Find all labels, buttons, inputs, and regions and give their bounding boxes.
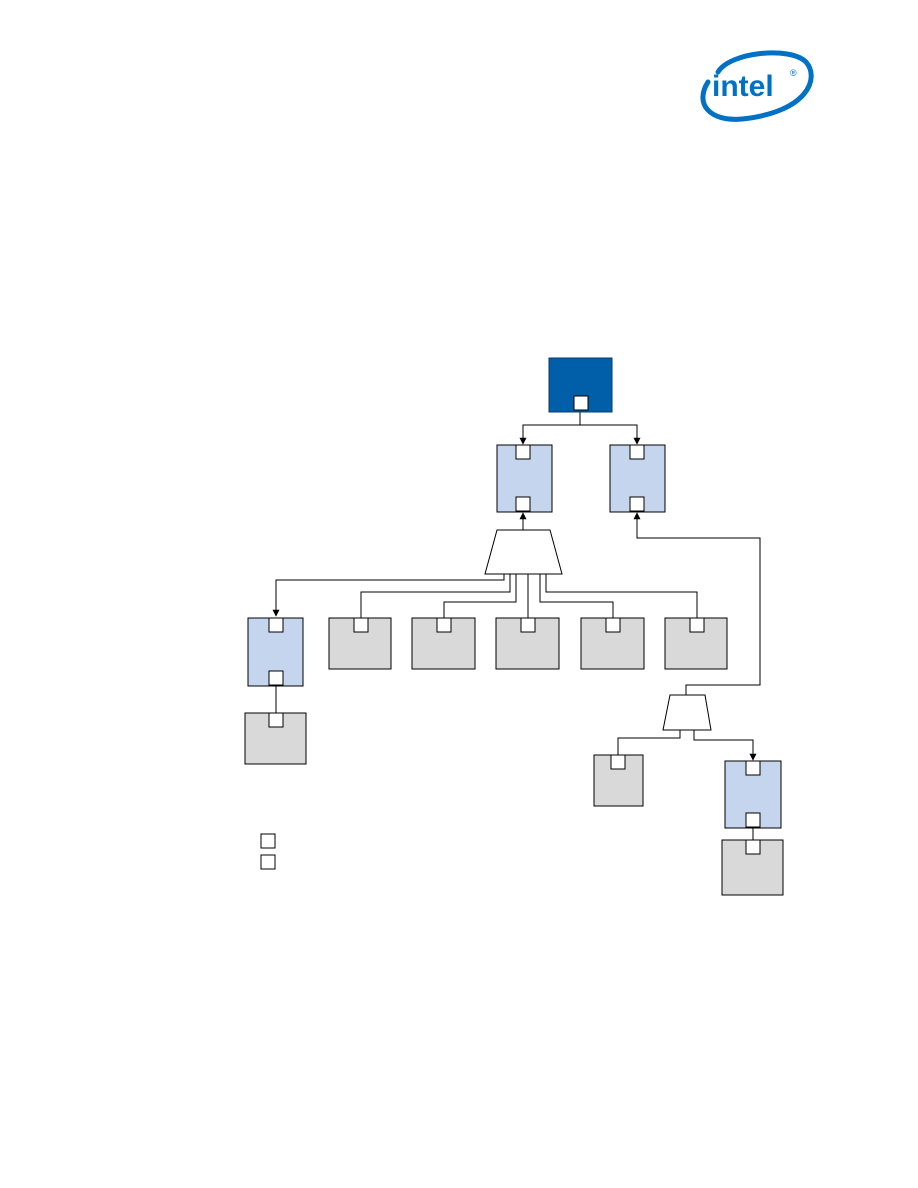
bridge-port-top — [629, 444, 645, 460]
root-to-bridge-right-link — [580, 424, 641, 445]
device-lower-left — [244, 712, 307, 765]
bridge-port-top — [515, 444, 531, 460]
switch-upper — [484, 529, 563, 575]
connections — [272, 412, 761, 840]
device-port — [520, 617, 536, 633]
switch-lower-right-to-bridge-right-link — [633, 512, 761, 695]
device-2 — [411, 617, 476, 670]
device-1 — [328, 617, 392, 670]
logo-swoosh — [700, 50, 814, 122]
bridge-upper-left — [496, 444, 553, 513]
bridge-port-bottom — [745, 812, 761, 828]
device-port — [610, 754, 626, 770]
device-port — [268, 712, 284, 728]
device-lower-right-2 — [721, 839, 784, 896]
switch-lower-right — [662, 694, 712, 731]
bridge-port-bottom — [268, 670, 284, 686]
bridge-port-bottom — [515, 496, 531, 512]
bridge-lower-left — [247, 617, 304, 687]
switch-lower-right-to-bridge-link — [693, 730, 757, 761]
switch-to-bridge-lower-left-link — [272, 574, 505, 617]
switch-to-device-1-link — [360, 574, 511, 618]
root-port — [573, 395, 589, 411]
logo-mark: ® — [790, 68, 797, 78]
device-port — [436, 617, 452, 633]
bridge-port-top — [268, 617, 284, 633]
bridge-upper-right — [609, 444, 666, 513]
device-port — [689, 617, 705, 633]
logo-text: intel — [712, 70, 774, 103]
root-to-bridge-left-link — [519, 412, 581, 445]
switch-to-device-5-link — [545, 574, 698, 618]
bridge-lower-right — [724, 760, 782, 829]
legend — [260, 833, 276, 870]
switch-to-device-4-link — [539, 574, 614, 618]
device-port — [745, 839, 761, 855]
intel-logo: intel ® — [700, 50, 814, 122]
device-3 — [495, 617, 560, 670]
device-port — [353, 617, 369, 633]
bridge-port-bottom — [629, 496, 645, 512]
bridge-port-top — [745, 760, 761, 776]
device-port — [605, 617, 621, 633]
device-4 — [580, 617, 645, 670]
legend-swatch-1 — [260, 833, 276, 849]
device-5 — [664, 617, 728, 670]
switch-to-device-2-link — [443, 574, 517, 618]
device-lower-right-1 — [593, 754, 644, 807]
root-node — [548, 357, 613, 413]
switch-lower-right-to-device-link — [617, 730, 681, 755]
legend-swatch-2 — [260, 854, 276, 870]
